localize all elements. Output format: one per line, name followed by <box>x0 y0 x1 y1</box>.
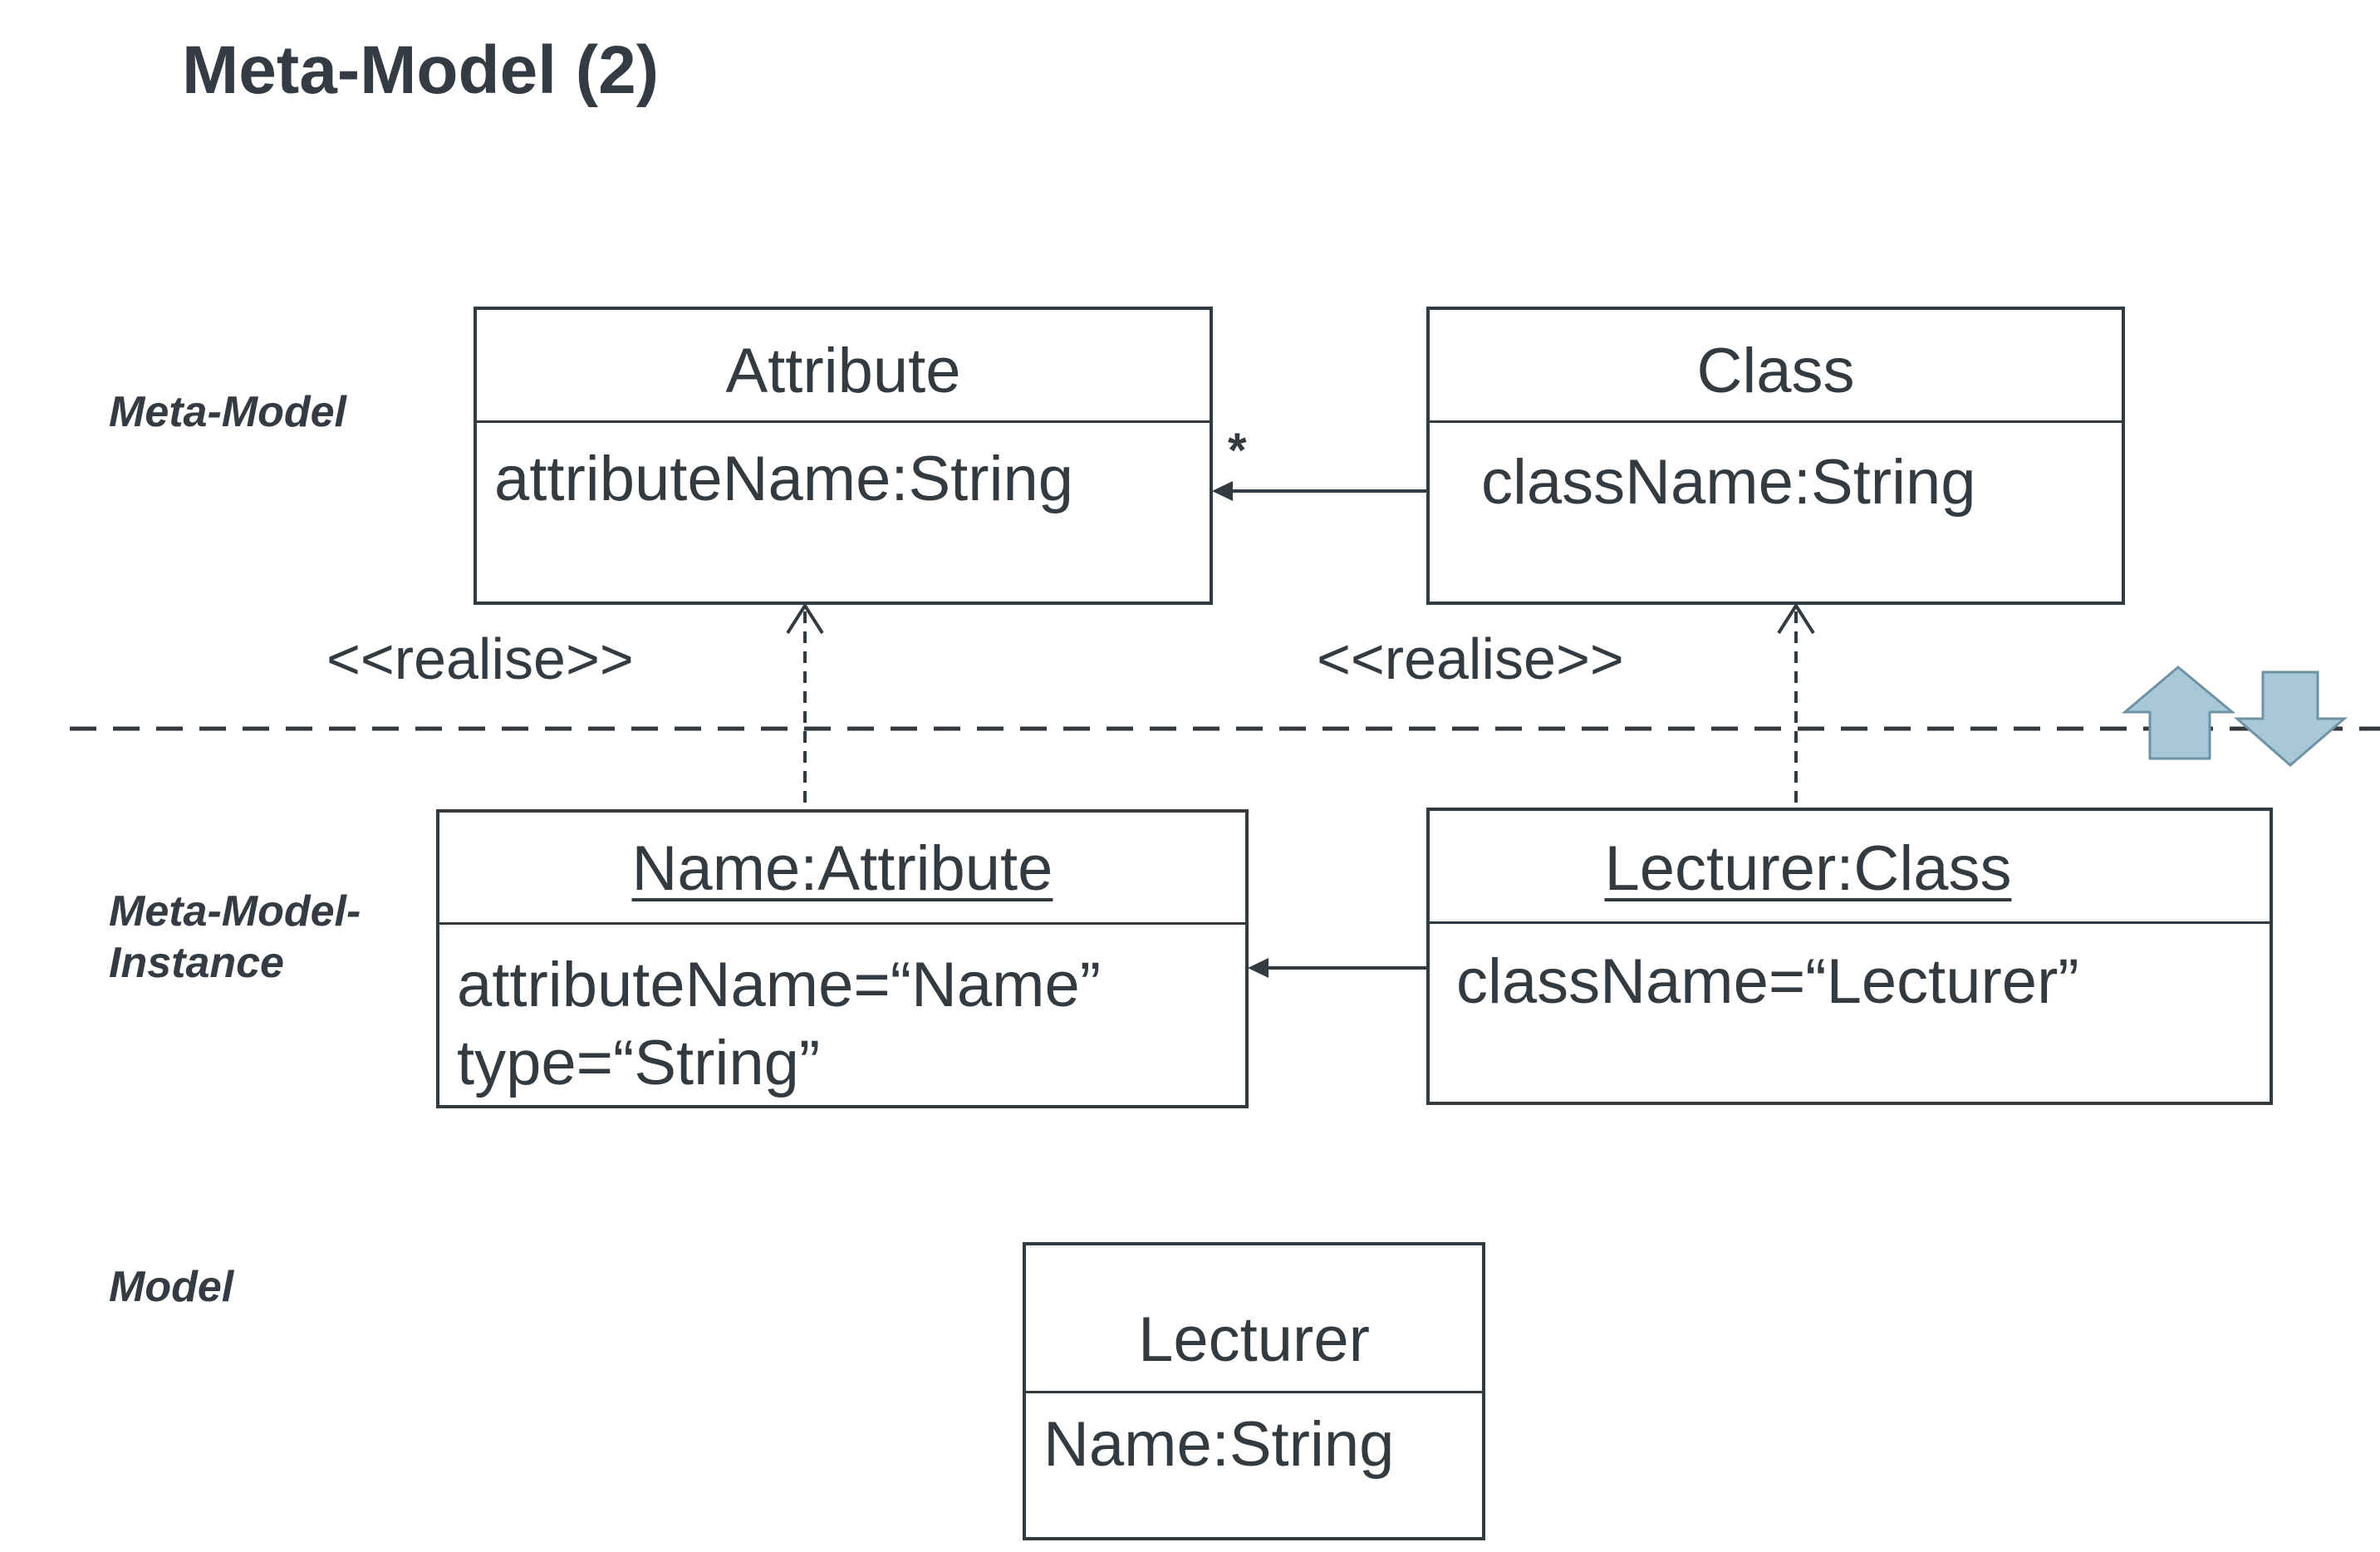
down-arrow-icon <box>2234 670 2348 767</box>
realise-label-right: <<realise>> <box>1317 626 1624 691</box>
class-box-body: Name:String <box>1026 1393 1482 1537</box>
layer-label-meta-model-instance-line1: Meta-Model- <box>109 887 361 936</box>
class-box-body: className:String <box>1430 423 2122 602</box>
attribute-text: Name:String <box>1043 1409 1395 1480</box>
layer-label-meta-model: Meta-Model <box>109 388 346 436</box>
association-arrow-lecturer-name <box>1248 958 1429 978</box>
class-box-header: Lecturer <box>1026 1245 1482 1393</box>
class-box-class[interactable]: Class className:String <box>1426 307 2125 605</box>
realise-label-left: <<realise>> <box>326 626 634 691</box>
association-arrow-class-attribute <box>1212 481 1429 501</box>
object-box-header: Lecturer:Class <box>1430 811 2270 924</box>
attribute-value-line: attributeName=“Name” <box>457 950 1102 1020</box>
realise-arrow-left <box>786 602 824 803</box>
page-title: Meta-Model (2) <box>182 32 659 108</box>
attribute-value-line: type=“String” <box>457 1028 821 1098</box>
layer-label-model: Model <box>109 1263 234 1311</box>
class-box-attribute[interactable]: Attribute attributeName:String <box>474 307 1213 605</box>
class-name: Class <box>1696 336 1855 406</box>
class-box-header: Class <box>1430 310 2122 423</box>
attribute-text: attributeName:String <box>494 444 1073 514</box>
class-box-body: attributeName:String <box>477 423 1210 602</box>
attribute-text: className:String <box>1481 447 1976 518</box>
object-box-name-attribute[interactable]: Name:Attribute attributeName=“Name” type… <box>436 809 1249 1108</box>
multiplicity-label: * <box>1228 424 1247 478</box>
layer-label-meta-model-instance-line2: Instance <box>109 939 284 987</box>
object-box-body: className=“Lecturer” <box>1430 924 2270 1102</box>
realise-arrow-right <box>1777 602 1815 803</box>
object-box-body: attributeName=“Name” type=“String” <box>439 925 1245 1105</box>
object-name: Lecturer:Class <box>1604 833 2012 904</box>
up-arrow-icon <box>2121 665 2236 760</box>
class-box-header: Attribute <box>477 310 1210 423</box>
object-box-lecturer-class[interactable]: Lecturer:Class className=“Lecturer” <box>1426 808 2273 1105</box>
object-name: Name:Attribute <box>631 833 1053 904</box>
class-name: Attribute <box>725 336 961 406</box>
attribute-value-line: className=“Lecturer” <box>1456 946 2079 1017</box>
object-box-header: Name:Attribute <box>439 813 1245 925</box>
class-box-lecturer[interactable]: Lecturer Name:String <box>1023 1242 1485 1540</box>
class-name: Lecturer <box>1138 1304 1370 1375</box>
